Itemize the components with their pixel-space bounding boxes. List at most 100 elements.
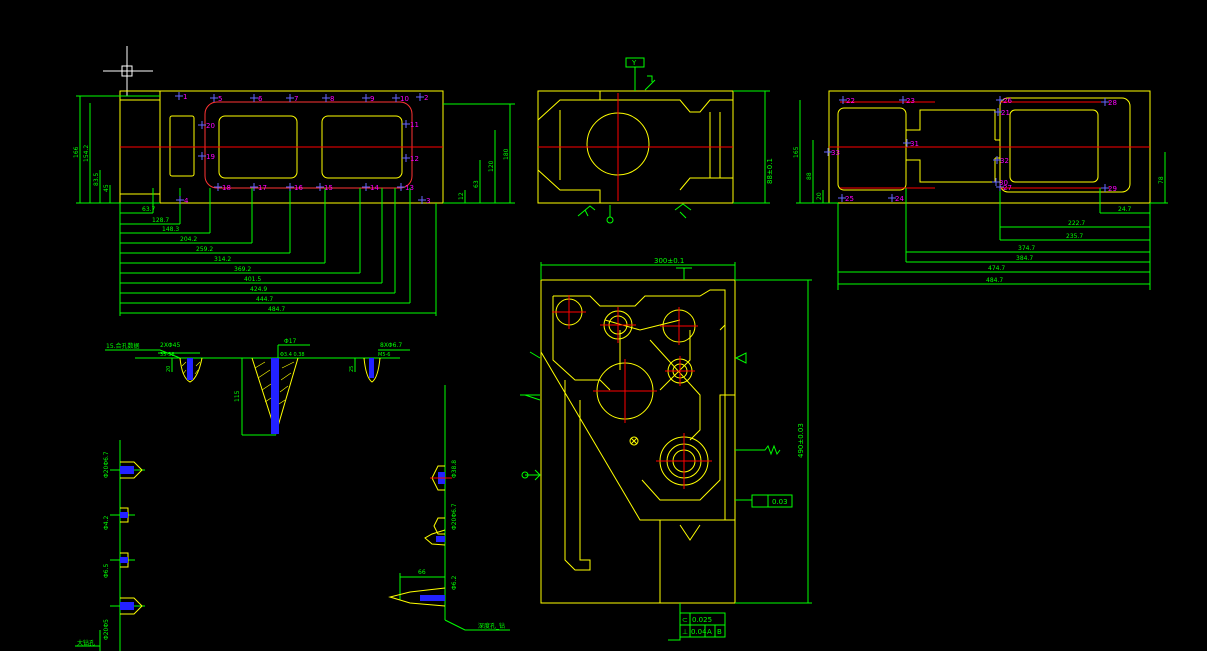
point-label: 30: [999, 179, 1008, 187]
dim-text: 222.7: [1068, 220, 1085, 227]
hole-details-right-lines: [399, 385, 510, 631]
front-view-dimensions: [577, 57, 770, 224]
hole-top-c-label: 8XΦ6.7: [380, 342, 402, 349]
point-marker-icon: [996, 96, 1004, 104]
point-label: 7: [294, 95, 298, 103]
point-label: 25: [845, 195, 854, 203]
dim-text: 45: [103, 184, 110, 192]
dim-text: 166: [73, 146, 80, 158]
fcf-row2-datum-b: B: [717, 628, 722, 636]
point-marker-icon: [198, 152, 206, 160]
dim-text: 88: [806, 172, 813, 180]
point-marker-icon: [903, 139, 911, 147]
point-label: 21: [1001, 109, 1010, 117]
dim-text: 63.7: [142, 206, 156, 213]
point-marker-icon: [362, 183, 370, 191]
hole-top-leader-label: 15.合孔数据: [106, 342, 140, 350]
dim-text: 12: [458, 192, 465, 200]
hole-right-dim: 66: [418, 569, 426, 576]
plan-view-horizontal-dim-texts: 63.7128.7148.3204.2259.2314.2369.2401.54…: [142, 206, 285, 313]
hole-label: Φ6.2: [451, 576, 458, 590]
dim-text: 259.2: [196, 246, 213, 253]
dim-text: 20: [816, 192, 823, 200]
point-label: 10: [400, 95, 409, 103]
main-view-dimensions: [520, 262, 812, 641]
right-view-left-dim-texts: 165 88 20: [793, 146, 823, 200]
fcf-row2-value: 0.04: [691, 628, 707, 636]
point-marker-icon: [418, 196, 426, 204]
point-label: 29: [1108, 185, 1117, 193]
main-view[interactable]: 300±0.1 490±0.03 0.03 ⊂ 0.025 ⊥ 0.04 A B: [520, 257, 812, 641]
main-view-width-dim: 300±0.1: [654, 257, 684, 265]
dim-text: 165: [793, 146, 800, 158]
point-marker-icon: [993, 156, 1001, 164]
dim-text: 484.7: [986, 277, 1003, 284]
dim-text: 148.3: [162, 226, 179, 233]
right-view-dimensions: [796, 100, 1168, 290]
dim-text: 384.7: [1016, 255, 1033, 262]
point-label: 6: [258, 95, 263, 103]
point-label: 3: [426, 197, 430, 205]
point-label: 2: [424, 94, 428, 102]
main-view-height-dim: 490±0.03: [797, 423, 805, 458]
hole-top-a-label: 2XΦ45: [160, 342, 180, 349]
dim-text: 369.2: [234, 266, 251, 273]
point-label: 14: [370, 184, 379, 192]
front-view[interactable]: Y 88±0.1: [537, 57, 774, 224]
dim-text: 154.2: [83, 145, 90, 162]
hole-details-top[interactable]: 15.合孔数据 2XΦ45 35-38 Φ17 Φ3.4 0.38 8XΦ6.7…: [105, 338, 410, 436]
hole-top-depth-c: 25: [349, 366, 355, 372]
point-label: 24: [895, 195, 904, 203]
point-marker-icon: [316, 183, 324, 191]
point-marker-icon: [250, 183, 258, 191]
hole-label: Φ38.8: [451, 460, 458, 478]
main-view-centerlines: [552, 295, 712, 489]
crosshair-cursor-icon: [103, 46, 153, 96]
point-label: 23: [906, 97, 915, 105]
point-label: 1: [183, 93, 187, 101]
point-label: 32: [1000, 157, 1009, 165]
hole-top-depth-a: 20: [166, 366, 172, 372]
hole-label: Φ6.5: [103, 564, 110, 578]
front-view-centerlines: [538, 93, 733, 201]
point-label: 9: [370, 95, 374, 103]
dim-text: 204.2: [180, 236, 197, 243]
flatness-tolerance-value: 0.03: [772, 498, 788, 506]
hole-details-top-hatch: [181, 361, 295, 405]
hole-top-a-sub: 35-38: [160, 352, 175, 358]
dim-text: 474.7: [988, 265, 1005, 272]
hole-label: Φ20Φ6.7: [103, 451, 110, 478]
right-view-right-dim-texts: 78: [1158, 176, 1165, 184]
hole-label: Φ20Φ6.7: [451, 503, 458, 530]
front-view-height-dim: 88±0.1: [766, 158, 774, 184]
point-label: 17: [258, 184, 267, 192]
point-marker-icon: [210, 94, 218, 102]
hole-details-top-fills: [187, 358, 374, 434]
fcf-row1-symbol: ⊂: [682, 616, 688, 624]
point-label: 26: [1003, 97, 1012, 105]
point-marker-icon: [899, 96, 907, 104]
point-marker-icon: [250, 94, 258, 102]
hole-top-c-sub: M5-6: [378, 352, 390, 358]
dim-text: 83.5: [93, 172, 100, 186]
fcf-row2-datum-a: A: [707, 628, 712, 636]
dim-text: 128.7: [152, 217, 169, 224]
point-label: 33: [831, 149, 840, 157]
point-marker-icon: [1101, 98, 1109, 106]
point-label: 16: [294, 184, 303, 192]
point-label: 11: [410, 121, 419, 129]
point-marker-icon: [392, 94, 400, 102]
hole-details-left-fills: [120, 466, 134, 610]
point-marker-icon: [416, 93, 424, 101]
